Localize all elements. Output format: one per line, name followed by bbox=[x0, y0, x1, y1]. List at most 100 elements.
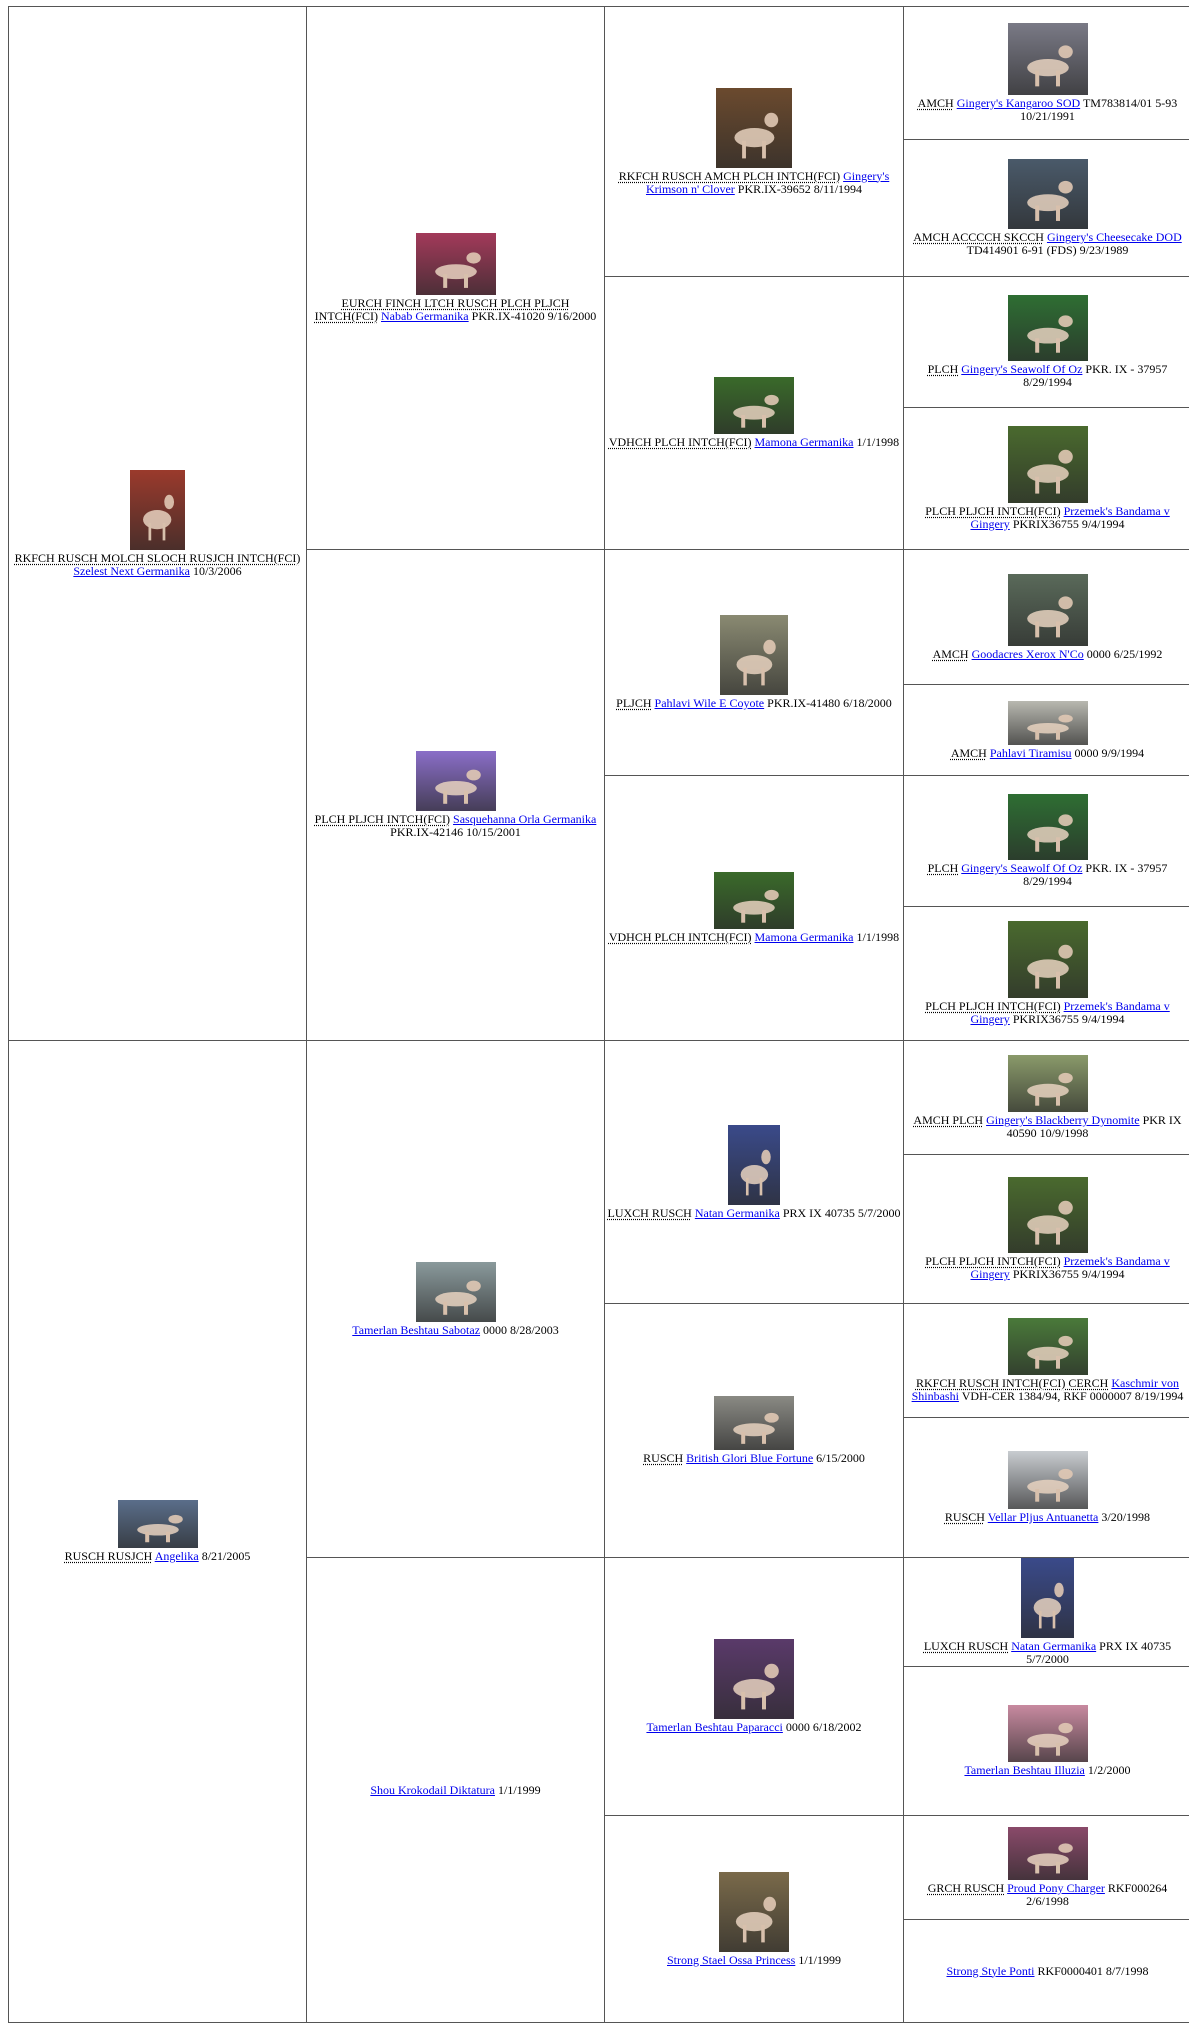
ancestor-caption: PLCH PLJCH INTCH(FCI) Przemek's Bandama … bbox=[925, 999, 1170, 1026]
registration-info: PKR.IX-42146 10/15/2001 bbox=[390, 825, 521, 839]
dog-photo[interactable] bbox=[1008, 1451, 1088, 1509]
ancestor-cell-gen3: VDHCH PLCH INTCH(FCI) Mamona Germanika 1… bbox=[605, 277, 904, 550]
ancestor-cell-gen2: Tamerlan Beshtau Sabotaz 0000 8/28/2003 bbox=[307, 1041, 605, 1558]
ancestor-caption: RUSCH RUSJCH Angelika 8/21/2005 bbox=[65, 1549, 251, 1563]
registration-info: 6/15/2000 bbox=[816, 1451, 865, 1465]
dog-name-link[interactable]: Gingery's Seawolf Of Oz bbox=[961, 861, 1082, 875]
dog-photo[interactable] bbox=[728, 1125, 781, 1205]
dog-name-link[interactable]: Strong Stael Ossa Princess bbox=[667, 1953, 795, 1967]
dog-photo[interactable] bbox=[714, 1396, 794, 1450]
dog-photo[interactable] bbox=[716, 88, 793, 168]
dog-photo[interactable] bbox=[1008, 1827, 1088, 1880]
registration-info: 10/3/2006 bbox=[193, 564, 242, 578]
ancestor-caption: Tamerlan Beshtau Sabotaz 0000 8/28/2003 bbox=[352, 1323, 558, 1337]
title-abbreviations: RUSCH RUSJCH bbox=[65, 1549, 153, 1563]
ancestor-cell-gen1: RUSCH RUSJCH Angelika 8/21/2005 bbox=[9, 1041, 307, 2023]
ancestor-caption: Strong Style Ponti RKF0000401 8/7/1998 bbox=[946, 1964, 1148, 1978]
dog-name-link[interactable]: Goodacres Xerox N'Co bbox=[972, 647, 1084, 661]
dog-name-link[interactable]: Tamerlan Beshtau Sabotaz bbox=[352, 1323, 480, 1337]
ancestor-cell-gen3: Tamerlan Beshtau Paparacci 0000 6/18/200… bbox=[605, 1558, 904, 1816]
pedigree-row: RKFCH RUSCH MOLCH SLOCH RUSJCH INTCH(FCI… bbox=[9, 7, 1189, 140]
ancestor-caption: PLCH PLJCH INTCH(FCI) Przemek's Bandama … bbox=[925, 1254, 1170, 1281]
dog-photo[interactable] bbox=[1008, 1177, 1088, 1254]
dog-photo[interactable] bbox=[1008, 1318, 1088, 1376]
ancestor-caption: RUSCH Vellar Pljus Antuanetta 3/20/1998 bbox=[945, 1510, 1150, 1524]
registration-info: 0000 8/28/2003 bbox=[483, 1323, 559, 1337]
title-abbreviations: RUSCH bbox=[945, 1510, 985, 1524]
registration-info: PKR.IX-41480 6/18/2000 bbox=[767, 696, 892, 710]
dog-name-link[interactable]: Natan Germanika bbox=[1011, 1639, 1096, 1653]
dog-name-link[interactable]: Angelika bbox=[155, 1549, 199, 1563]
dog-photo[interactable] bbox=[719, 1872, 789, 1952]
dog-photo[interactable] bbox=[118, 1500, 198, 1548]
dog-name-link[interactable]: Gingery's Seawolf Of Oz bbox=[961, 362, 1082, 376]
ancestor-cell-gen2: PLCH PLJCH INTCH(FCI) Sasquehanna Orla G… bbox=[307, 550, 605, 1041]
ancestor-caption: AMCH Pahlavi Tiramisu 0000 9/9/1994 bbox=[951, 746, 1144, 760]
dog-name-link[interactable]: Pahlavi Wile E Coyote bbox=[655, 696, 765, 710]
registration-info: 0000 9/9/1994 bbox=[1075, 746, 1145, 760]
title-abbreviations: PLCH PLJCH INTCH(FCI) bbox=[315, 812, 450, 826]
dog-name-link[interactable]: Proud Pony Charger bbox=[1007, 1881, 1105, 1895]
title-abbreviations: PLCH PLJCH INTCH(FCI) bbox=[925, 504, 1060, 518]
dog-photo[interactable] bbox=[1008, 159, 1088, 229]
ancestor-cell-gen4: PLCH Gingery's Seawolf Of Oz PKR. IX - 3… bbox=[904, 277, 1189, 408]
ancestor-caption: PLCH Gingery's Seawolf Of Oz PKR. IX - 3… bbox=[928, 362, 1168, 389]
dog-photo[interactable] bbox=[1008, 1705, 1088, 1763]
ancestor-caption: Tamerlan Beshtau Illuzia 1/2/2000 bbox=[964, 1763, 1130, 1777]
dog-photo[interactable] bbox=[130, 470, 184, 550]
dog-photo[interactable] bbox=[416, 1262, 496, 1322]
dog-name-link[interactable]: Shou Krokodail Diktatura bbox=[370, 1783, 495, 1797]
dog-photo[interactable] bbox=[1008, 23, 1088, 95]
dog-photo[interactable] bbox=[416, 233, 496, 295]
ancestor-caption: GRCH RUSCH Proud Pony Charger RKF000264 … bbox=[928, 1881, 1167, 1908]
dog-name-link[interactable]: Tamerlan Beshtau Illuzia bbox=[964, 1763, 1084, 1777]
title-abbreviations: PLCH PLJCH INTCH(FCI) bbox=[925, 999, 1060, 1013]
dog-photo[interactable] bbox=[1008, 295, 1088, 361]
ancestor-cell-gen4: RUSCH Vellar Pljus Antuanetta 3/20/1998 bbox=[904, 1418, 1189, 1558]
dog-photo[interactable] bbox=[714, 1639, 794, 1719]
dog-photo[interactable] bbox=[714, 872, 794, 930]
title-abbreviations: AMCH bbox=[951, 746, 987, 760]
dog-name-link[interactable]: British Glori Blue Fortune bbox=[686, 1451, 813, 1465]
dog-photo[interactable] bbox=[1008, 794, 1088, 860]
dog-photo[interactable] bbox=[1008, 921, 1088, 998]
dog-name-link[interactable]: Pahlavi Tiramisu bbox=[990, 746, 1072, 760]
ancestor-cell-gen4: PLCH Gingery's Seawolf Of Oz PKR. IX - 3… bbox=[904, 776, 1189, 907]
title-abbreviations: LUXCH RUSCH bbox=[924, 1639, 1008, 1653]
dog-name-link[interactable]: Vellar Pljus Antuanetta bbox=[988, 1510, 1099, 1524]
dog-photo[interactable] bbox=[714, 377, 794, 435]
ancestor-caption: AMCH PLCH Gingery's Blackberry Dynomite … bbox=[913, 1113, 1181, 1140]
ancestor-cell-gen4: AMCH PLCH Gingery's Blackberry Dynomite … bbox=[904, 1041, 1189, 1155]
ancestor-caption: AMCH Gingery's Kangaroo SOD TM783814/01 … bbox=[918, 96, 1178, 123]
ancestor-cell-gen3: Strong Stael Ossa Princess 1/1/1999 bbox=[605, 1816, 904, 2023]
dog-name-link[interactable]: Mamona Germanika bbox=[755, 435, 854, 449]
dog-photo[interactable] bbox=[416, 751, 496, 811]
registration-info: PKRIX36755 9/4/1994 bbox=[1013, 517, 1125, 531]
ancestor-cell-gen4: PLCH PLJCH INTCH(FCI) Przemek's Bandama … bbox=[904, 907, 1189, 1041]
registration-info: 1/1/1999 bbox=[798, 1953, 841, 1967]
dog-name-link[interactable]: Natan Germanika bbox=[695, 1206, 780, 1220]
dog-photo[interactable] bbox=[1008, 701, 1088, 745]
ancestor-caption: RKFCH RUSCH AMCH PLCH INTCH(FCI) Gingery… bbox=[619, 169, 890, 196]
dog-photo[interactable] bbox=[720, 615, 789, 695]
ancestor-caption: RKFCH RUSCH INTCH(FCI) CERCH Kaschmir vo… bbox=[912, 1376, 1184, 1403]
dog-photo[interactable] bbox=[1008, 1055, 1088, 1113]
dog-name-link[interactable]: Strong Style Ponti bbox=[946, 1964, 1034, 1978]
dog-photo[interactable] bbox=[1021, 1558, 1074, 1638]
ancestor-cell-gen3: RUSCH British Glori Blue Fortune 6/15/20… bbox=[605, 1304, 904, 1558]
dog-name-link[interactable]: Sasquehanna Orla Germanika bbox=[453, 812, 596, 826]
ancestor-cell-gen4: AMCH Pahlavi Tiramisu 0000 9/9/1994 bbox=[904, 685, 1189, 776]
title-abbreviations: RUSCH bbox=[643, 1451, 683, 1465]
dog-name-link[interactable]: Gingery's Blackberry Dynomite bbox=[986, 1113, 1139, 1127]
ancestor-cell-gen4: AMCH ACCCCH SKCCH Gingery's Cheesecake D… bbox=[904, 140, 1189, 277]
dog-name-link[interactable]: Mamona Germanika bbox=[755, 930, 854, 944]
dog-name-link[interactable]: Tamerlan Beshtau Paparacci bbox=[646, 1720, 782, 1734]
dog-photo[interactable] bbox=[1008, 426, 1088, 503]
dog-name-link[interactable]: Nabab Germanika bbox=[381, 309, 469, 323]
dog-name-link[interactable]: Szelest Next Germanika bbox=[73, 564, 190, 578]
registration-info: PKRIX36755 9/4/1994 bbox=[1013, 1267, 1125, 1281]
dog-name-link[interactable]: Gingery's Cheesecake DOD bbox=[1047, 230, 1182, 244]
dog-name-link[interactable]: Gingery's Kangaroo SOD bbox=[957, 96, 1080, 110]
ancestor-cell-gen3: RKFCH RUSCH AMCH PLCH INTCH(FCI) Gingery… bbox=[605, 7, 904, 277]
dog-photo[interactable] bbox=[1008, 574, 1088, 646]
